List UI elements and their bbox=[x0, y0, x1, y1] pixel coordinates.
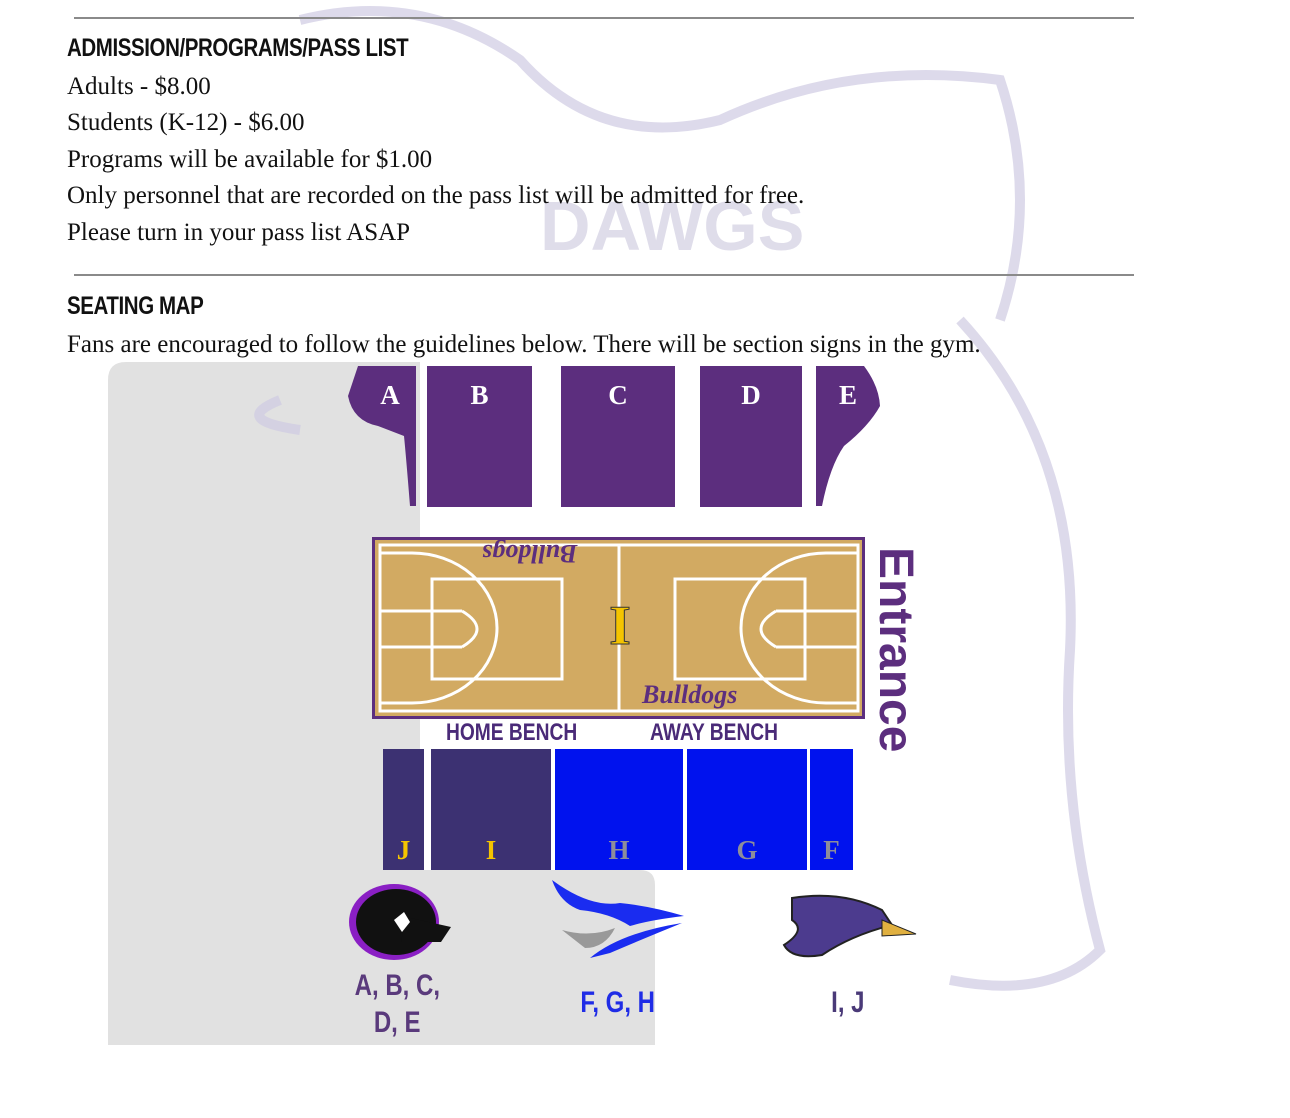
seating-heading: SEATING MAP bbox=[67, 292, 204, 320]
divider bbox=[74, 274, 1134, 276]
bulldog-icon bbox=[349, 884, 451, 960]
section-e-label: E bbox=[838, 380, 857, 410]
section-i: I bbox=[431, 749, 551, 870]
center-court-logo: I bbox=[609, 595, 632, 657]
section-f: F bbox=[810, 749, 853, 870]
legend-label-fgh: F, G, H bbox=[580, 986, 656, 1019]
section-g: G bbox=[687, 749, 807, 870]
section-a-shape bbox=[348, 366, 416, 506]
seating-intro: Fans are encouraged to follow the guidel… bbox=[67, 331, 981, 358]
pass-list-reminder: Please turn in your pass list ASAP bbox=[67, 219, 411, 246]
pass-list-note: Only personnel that are recorded on the … bbox=[67, 182, 805, 209]
blue-bird-icon bbox=[552, 880, 684, 958]
home-bench-label: HOME BENCH bbox=[446, 719, 578, 746]
price-programs: Programs will be available for $1.00 bbox=[67, 146, 433, 173]
away-bench-label: AWAY BENCH bbox=[650, 719, 779, 746]
section-b: B bbox=[427, 366, 532, 507]
admission-heading: ADMISSION/PROGRAMS/PASS LIST bbox=[67, 34, 409, 62]
section-j: J bbox=[383, 749, 424, 870]
court-text-bottom: Bulldogs bbox=[642, 680, 738, 709]
section-a-label: A bbox=[380, 380, 400, 410]
entrance-label: Entrance bbox=[869, 547, 922, 753]
purple-hawk-icon bbox=[782, 894, 917, 958]
svg-text:DAWGS: DAWGS bbox=[540, 187, 804, 265]
court-text-top: Bulldogs bbox=[482, 539, 578, 568]
price-students: Students (K-12) - $6.00 bbox=[67, 109, 305, 136]
basketball-court bbox=[372, 537, 865, 719]
section-c: C bbox=[561, 366, 675, 507]
price-adults: Adults - $8.00 bbox=[67, 73, 211, 100]
divider bbox=[74, 17, 1134, 19]
section-d: D bbox=[700, 366, 802, 507]
legend-label-ij: I, J bbox=[830, 986, 865, 1019]
legend-label-abcde: A, B, C, D, E bbox=[354, 969, 441, 1039]
section-h: H bbox=[555, 749, 683, 870]
section-e-shape bbox=[816, 366, 880, 506]
